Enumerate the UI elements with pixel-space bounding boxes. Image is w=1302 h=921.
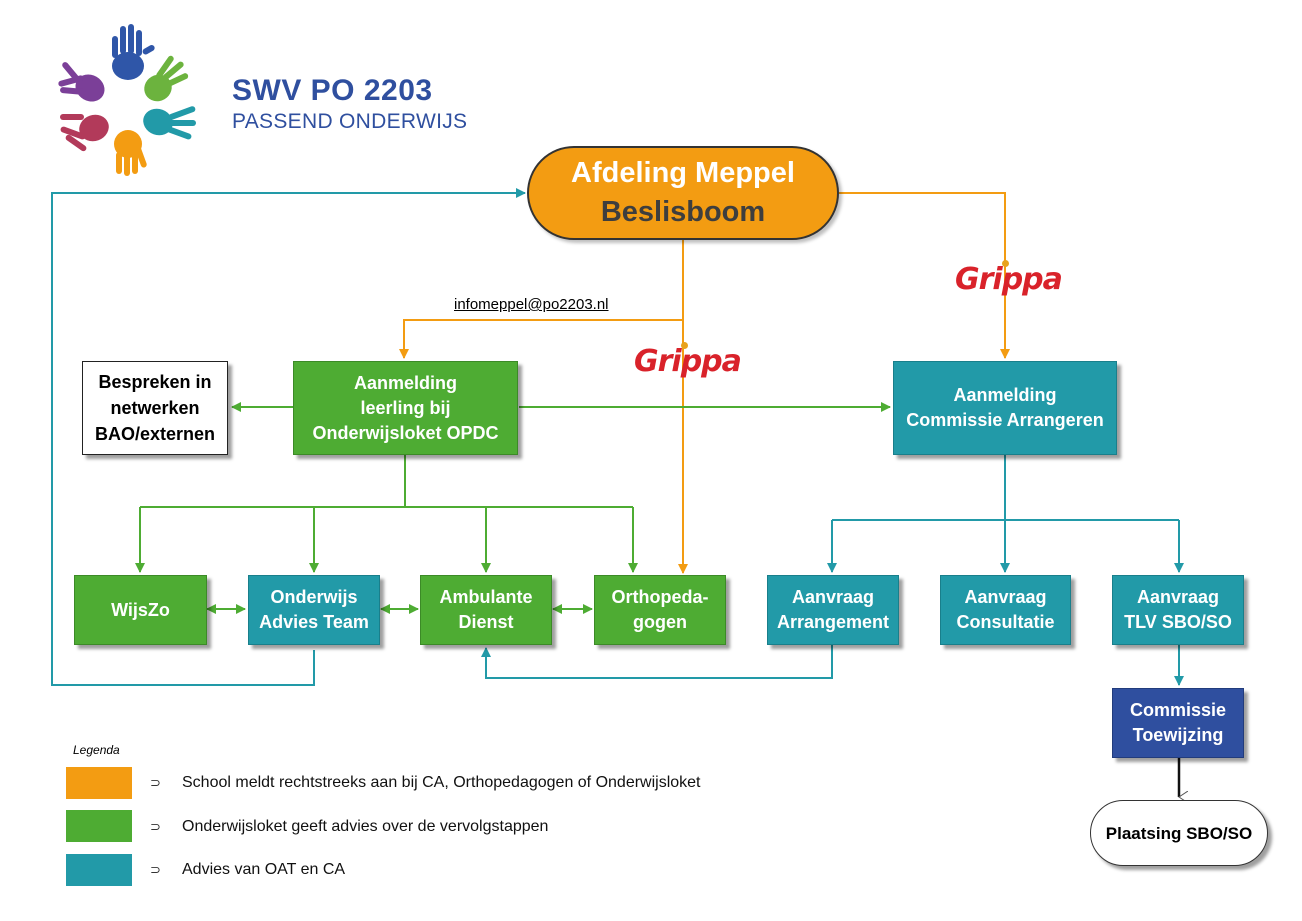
title-line1: Afdeling Meppel: [571, 157, 795, 189]
legend-title: Legenda: [73, 743, 120, 757]
hand-orange-icon: [114, 130, 147, 176]
node-aanmelding-ca[interactable]: Aanmelding Commissie Arrangeren: [893, 361, 1117, 455]
grippa-dot-icon: [1002, 260, 1009, 267]
node-commissie-toewijzing[interactable]: Commissie Toewijzing: [1112, 688, 1244, 758]
hand-teal-icon: [143, 106, 196, 140]
node-oat[interactable]: Onderwijs Advies Team: [248, 575, 380, 645]
email-link[interactable]: infomeppel@po2203.nl: [454, 296, 609, 313]
node-tlv-label: Aanvraag TLV SBO/SO: [1124, 587, 1232, 632]
hand-red-icon: [60, 114, 109, 152]
node-commissie-label: Commissie Toewijzing: [1129, 700, 1227, 745]
node-oat-label: Onderwijs Advies Team: [259, 587, 369, 632]
grippa-logo-ortho: Grippa: [634, 342, 742, 379]
legend-swatch-orange: [66, 767, 132, 799]
legend-text-green: Onderwijsloket geeft advies over de verv…: [182, 818, 549, 835]
node-wijszo[interactable]: WijsZo: [74, 575, 207, 645]
orange-connector-to-ca: [839, 192, 1010, 359]
node-aanvraag-arrangement[interactable]: Aanvraag Arrangement: [767, 575, 899, 645]
legend-text-orange: School meldt rechtstreeks aan bij CA, Or…: [182, 774, 701, 791]
title-line2: Beslisboom: [600, 196, 766, 228]
node-bespreken-label: Bespreken in netwerken BAO/externen: [94, 372, 216, 444]
brand-name: SWV PO 2203: [232, 74, 433, 107]
node-aanvraag-consultatie[interactable]: Aanvraag Consultatie: [940, 575, 1071, 645]
node-ambulante-dienst[interactable]: Ambulante Dienst: [420, 575, 552, 645]
legend-bullet: ⊃: [150, 819, 161, 834]
node-aanmelding-ca-label: Aanmelding Commissie Arrangeren: [906, 385, 1104, 430]
grippa-text: Grippa: [955, 262, 1063, 297]
legend-swatch-green: [66, 810, 132, 842]
node-ambulante-label: Ambulante Dienst: [439, 587, 533, 632]
grippa-text: Grippa: [634, 344, 742, 379]
teal-connector-arrangement-to-ambulante: [481, 645, 833, 679]
legend-bullet: ⊃: [150, 775, 161, 790]
legend-text-teal: Advies van OAT en CA: [182, 861, 346, 878]
grippa-logo-ca: Grippa: [955, 260, 1063, 297]
node-aanmelding-opdc-label: Aanmelding leerling bij Onderwijsloket O…: [312, 372, 499, 443]
main-title-node[interactable]: Afdeling Meppel Beslisboom: [527, 146, 839, 240]
node-orthopedagogen-label: Orthopeda- gogen: [611, 587, 709, 632]
legend-bullet: ⊃: [150, 862, 161, 877]
brand-subtitle: PASSEND ONDERWIJS: [232, 110, 468, 133]
node-aanvraag-tlv[interactable]: Aanvraag TLV SBO/SO: [1112, 575, 1244, 645]
orange-connector-to-opdc: [399, 319, 683, 359]
brand-text: SWV PO 2203 PASSEND ONDERWIJS: [232, 74, 467, 134]
node-plaatsing[interactable]: Plaatsing SBO/SO: [1090, 800, 1268, 866]
hands-logo: [58, 24, 196, 176]
node-plaatsing-label: Plaatsing SBO/SO: [1105, 823, 1253, 843]
hand-purple-icon: [58, 62, 105, 102]
grippa-dot-icon: [681, 342, 688, 349]
node-arrangement-label: Aanvraag Arrangement: [776, 587, 890, 632]
hand-blue-icon: [112, 24, 155, 80]
node-orthopedagogen[interactable]: Orthopeda- gogen: [594, 575, 726, 645]
legend-swatch-teal: [66, 854, 132, 886]
teal-feedback-loop: [51, 188, 526, 686]
node-wijszo-label: WijsZo: [111, 599, 170, 620]
hand-green-icon: [144, 55, 189, 102]
node-bespreken[interactable]: Bespreken in netwerken BAO/externen: [82, 361, 228, 455]
node-aanmelding-opdc[interactable]: Aanmelding leerling bij Onderwijsloket O…: [293, 361, 518, 455]
node-consultatie-label: Aanvraag Consultatie: [956, 587, 1055, 632]
